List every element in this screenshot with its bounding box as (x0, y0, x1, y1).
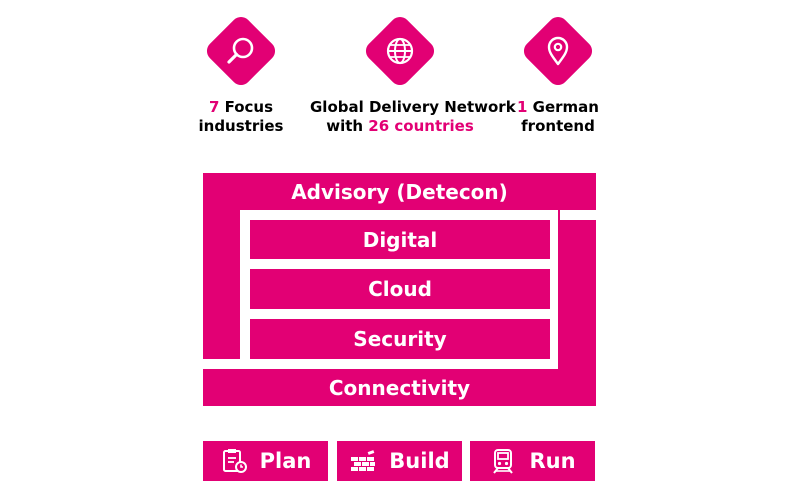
clipboard-checklist-icon (222, 449, 247, 473)
feature-badge (202, 12, 280, 90)
feature-focus-industries: 7 Focus industries (151, 12, 331, 136)
feature-caption: 7 Focus industries (198, 98, 284, 135)
location-pin-icon (547, 36, 569, 66)
layer-cloud: Cloud (250, 269, 550, 309)
search-icon (227, 37, 254, 64)
run-label: Run (529, 449, 576, 473)
layer-connectivity: Connectivity (203, 369, 596, 406)
feature-badge (519, 12, 597, 90)
feature-badge (361, 12, 439, 90)
layer-digital: Digital (250, 220, 550, 259)
connectivity-right-arm (560, 220, 596, 369)
feature-number: 1 (517, 98, 528, 116)
layer-security: Security (250, 319, 550, 359)
globe-icon (386, 37, 414, 65)
feature-caption: Global Delivery Network with 26 countrie… (310, 98, 516, 135)
build-label: Build (389, 449, 450, 473)
train-icon (493, 449, 514, 474)
feature-caption: 1 German frontend (517, 98, 599, 135)
advisory-left-arm (203, 210, 240, 359)
brick-wall-icon (351, 450, 376, 471)
feature-german-frontend: 1 German frontend (468, 12, 648, 136)
inner-frame-outline (240, 210, 560, 369)
feature-global-delivery: Global Delivery Network with 26 countrie… (310, 12, 516, 136)
layer-advisory: Advisory (Detecon) (203, 173, 596, 210)
plan-label: Plan (259, 449, 312, 473)
plan-tile: Plan (203, 441, 328, 481)
build-tile: Build (337, 441, 462, 481)
run-tile: Run (470, 441, 595, 481)
feature-number: 26 countries (368, 117, 474, 135)
feature-number: 7 (208, 98, 220, 116)
